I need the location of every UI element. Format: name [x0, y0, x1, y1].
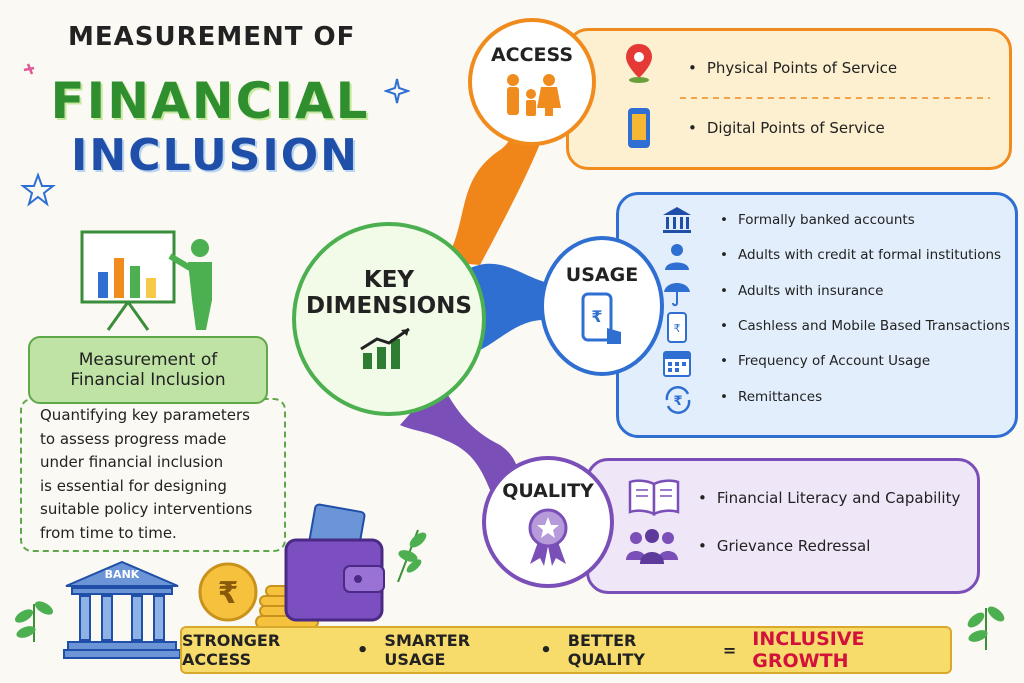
usage-item-insurance: Adults with insurance — [720, 283, 883, 299]
definition-line: from time to time. — [40, 523, 177, 542]
bank-building-icon — [63, 560, 181, 659]
bank-sign: BANK — [104, 568, 140, 581]
key-dimensions-circle: KEY DIMENSIONS — [292, 222, 486, 416]
phone-rupee-icon: ₹ — [667, 312, 687, 343]
access-item-physical: Physical Points of Service — [688, 59, 897, 77]
growth-chart-icon — [360, 327, 410, 369]
footer-banner: STRONGER ACCESS • SMARTER USAGE • BETTER… — [180, 626, 952, 674]
usage-item-remittances: Remittances — [720, 389, 822, 405]
leaf-sprig-icon — [397, 529, 427, 582]
definition-line: suitable policy interventions — [40, 500, 253, 518]
people-group-icon — [626, 529, 678, 564]
usage-item-banked: Formally banked accounts — [720, 212, 915, 228]
center-label-line-1: KEY — [363, 267, 415, 293]
definition-line: is essential for designing — [40, 476, 227, 495]
quality-item-literacy: Financial Literacy and Capability — [698, 489, 961, 507]
access-label: ACCESS — [490, 44, 574, 66]
bank-building: BANK — [62, 560, 182, 660]
access-item-digital: Digital Points of Service — [688, 119, 885, 137]
definition-line: under financial inclusion — [40, 453, 224, 471]
footer-separator: • — [540, 639, 552, 661]
presentation-board-icon — [80, 230, 212, 331]
wallet-icon — [284, 503, 385, 622]
footer-equals: = — [722, 640, 737, 660]
star-doodle-icon — [23, 63, 35, 75]
quality-circle: QUALITY — [482, 456, 614, 588]
definition-body: Quantifying key parameters to assess pro… — [40, 404, 270, 545]
mobile-phone-icon — [628, 108, 650, 148]
title-line-3: INCLUSION — [71, 130, 359, 181]
quality-item-grievance: Grievance Redressal — [698, 537, 871, 555]
quality-label: QUALITY — [502, 480, 594, 502]
usage-arm — [470, 263, 548, 350]
leaf-plant-icon — [14, 601, 54, 642]
svg-text:₹: ₹ — [674, 322, 681, 335]
bank-icon — [663, 207, 691, 233]
definition-line: Quantifying key parameters — [40, 406, 250, 424]
footer-better-quality: BETTER QUALITY — [567, 631, 645, 669]
quality-panel — [586, 458, 980, 594]
title-line-1: MEASUREMENT OF — [68, 22, 356, 52]
usage-item-frequency: Frequency of Account Usage — [720, 353, 930, 369]
map-pin-icon — [626, 44, 652, 83]
footer-separator: • — [356, 639, 369, 661]
leaf-plant-right-icon — [967, 606, 1005, 650]
footer-smarter-usage: SMARTER USAGE — [384, 631, 471, 669]
usage-label: USAGE — [565, 264, 639, 286]
definition-line: to assess progress made — [40, 429, 227, 448]
person-icon — [665, 244, 689, 270]
phone-tap-icon: ₹ — [581, 292, 621, 344]
title-line-2: FINANCIAL — [50, 72, 370, 130]
access-circle: ACCESS — [468, 18, 596, 146]
footer-stronger-access: STRONGER ACCESS — [182, 631, 281, 669]
calendar-icon — [663, 351, 691, 377]
definition-title-line-1: Measurement of — [78, 350, 218, 370]
dashed-divider — [680, 97, 990, 99]
quality-arm — [400, 380, 520, 490]
svg-text:₹: ₹ — [591, 307, 602, 326]
star-icon — [20, 172, 56, 207]
umbrella-icon — [664, 283, 690, 307]
usage-item-credit: Adults with credit at formal institution… — [720, 247, 1001, 263]
center-label-line-2: DIMENSIONS — [306, 293, 472, 319]
sparkle-icon — [384, 78, 410, 104]
usage-item-cashless: Cashless and Mobile Based Transactions — [720, 318, 1010, 334]
svg-text:₹: ₹ — [673, 394, 682, 409]
footer-inclusive-growth: INCLUSIVE GROWTH — [752, 628, 865, 672]
open-book-icon — [628, 479, 680, 516]
award-ribbon-icon — [528, 508, 568, 566]
definition-title-line-2: Financial Inclusion — [70, 370, 226, 390]
rupee-cycle-icon: ₹ — [665, 386, 691, 414]
usage-circle: USAGE ₹ — [540, 236, 664, 376]
family-icon — [507, 74, 561, 116]
svg-text:₹: ₹ — [218, 576, 239, 611]
definition-title: Measurement of Financial Inclusion — [28, 336, 268, 404]
